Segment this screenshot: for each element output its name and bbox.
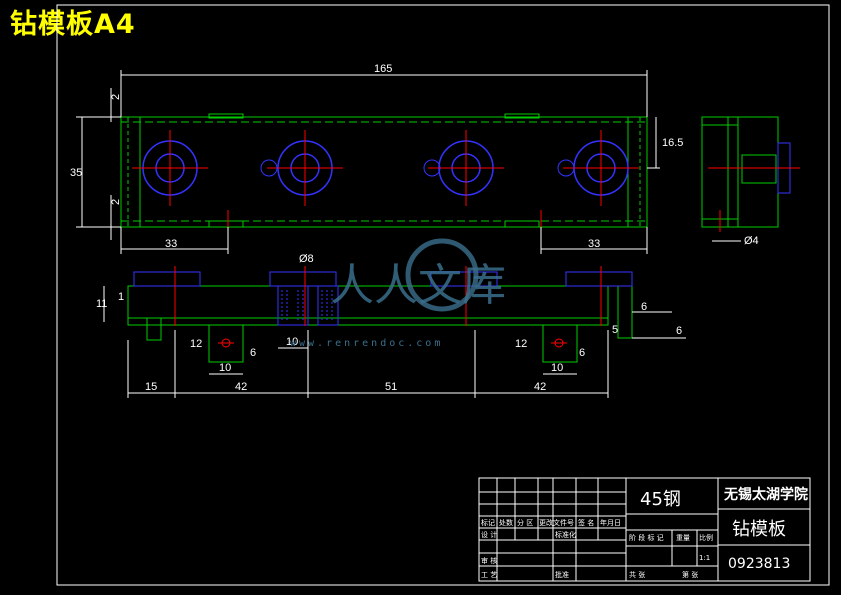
- tb-standardization: 标准化: [555, 530, 576, 539]
- dim-35: 35: [70, 167, 82, 179]
- top-view: 165 35 2 2 16.5 33 33: [70, 63, 683, 254]
- tb-sheet-no: 第 张: [682, 570, 698, 579]
- dim-6-slot-right: 6: [579, 347, 585, 359]
- dim-6-center: 6: [250, 347, 256, 359]
- dim-42-right: 42: [534, 381, 546, 393]
- tb-sheets: 共 张: [629, 570, 645, 579]
- dim-10-right: 10: [551, 362, 563, 374]
- tb-school: 无锡太湖学院: [723, 486, 808, 503]
- side-outline: [701, 116, 779, 228]
- plate-outline: [120, 116, 648, 228]
- tb-hdr-6: 年月日: [600, 518, 621, 527]
- tb-drawing-no: 0923813: [728, 556, 790, 572]
- dim-16-5: 16.5: [662, 137, 683, 149]
- title-block: 标记 处数 分 区 更改文件号 签 名 年月日 设 计 标准化 审 核 工 艺 …: [478, 477, 811, 582]
- hole-4: [557, 130, 639, 206]
- dim-5: 5: [612, 324, 618, 336]
- dim-51: 51: [385, 381, 397, 393]
- dim-10-center: 10: [286, 336, 298, 348]
- dim-12-left: 12: [190, 338, 202, 350]
- tb-stage-3: 比例: [699, 533, 713, 542]
- dim-phi4: Ø4: [744, 235, 759, 247]
- side-view: Ø4: [701, 116, 800, 247]
- watermark-url: www.renrendoc.com: [290, 338, 443, 349]
- dim-1: 1: [118, 291, 124, 303]
- tb-hdr-5: 签 名: [578, 518, 594, 527]
- watermark-text: 人人文库: [330, 260, 506, 311]
- drawing-frame: [56, 4, 830, 586]
- tb-material: 45钢: [640, 489, 681, 510]
- tb-part-name: 钻模板: [732, 519, 786, 540]
- dim-phi8: Ø8: [299, 253, 314, 265]
- tb-stage-1: 阶 段 标 记: [629, 533, 664, 542]
- watermark: 人人文库 www.renrendoc.com: [290, 238, 506, 349]
- dim-10-left: 10: [219, 362, 231, 374]
- page-title: 钻模板A4: [10, 9, 136, 40]
- dim-42-left: 42: [235, 381, 247, 393]
- dim-33-left: 33: [165, 238, 177, 250]
- dim-15: 15: [145, 381, 157, 393]
- front-outline: [127, 285, 609, 326]
- tb-approve: 批准: [555, 570, 569, 579]
- front-view: Ø8 11 1 6 5 6 12 10 6 10 12 6 10 15 42 5…: [96, 253, 686, 398]
- tb-designer: 设 计: [481, 530, 497, 539]
- dim-165: 165: [374, 63, 392, 75]
- dim-33-right: 33: [588, 238, 600, 250]
- tb-scale: 1:1: [699, 554, 710, 562]
- hole-3: [423, 130, 504, 206]
- dim-2-top: 2: [110, 94, 122, 100]
- tb-hdr-3: 分 区: [517, 518, 533, 527]
- dim-2-bottom: 2: [110, 199, 122, 205]
- tb-hdr-4: 更改文件号: [539, 518, 574, 527]
- dim-12-right: 12: [515, 338, 527, 350]
- tb-process: 工 艺: [481, 571, 497, 579]
- dim-11: 11: [96, 298, 107, 310]
- hole-1: [132, 130, 208, 206]
- hole-2: [260, 130, 343, 206]
- tb-hdr-2: 处数: [499, 518, 513, 527]
- tb-review: 审 核: [481, 556, 497, 565]
- tb-stage-2: 重量: [676, 534, 690, 542]
- dim-6-right: 6: [676, 325, 682, 337]
- dim-6-top: 6: [641, 301, 647, 313]
- tb-hdr-1: 标记: [481, 518, 495, 527]
